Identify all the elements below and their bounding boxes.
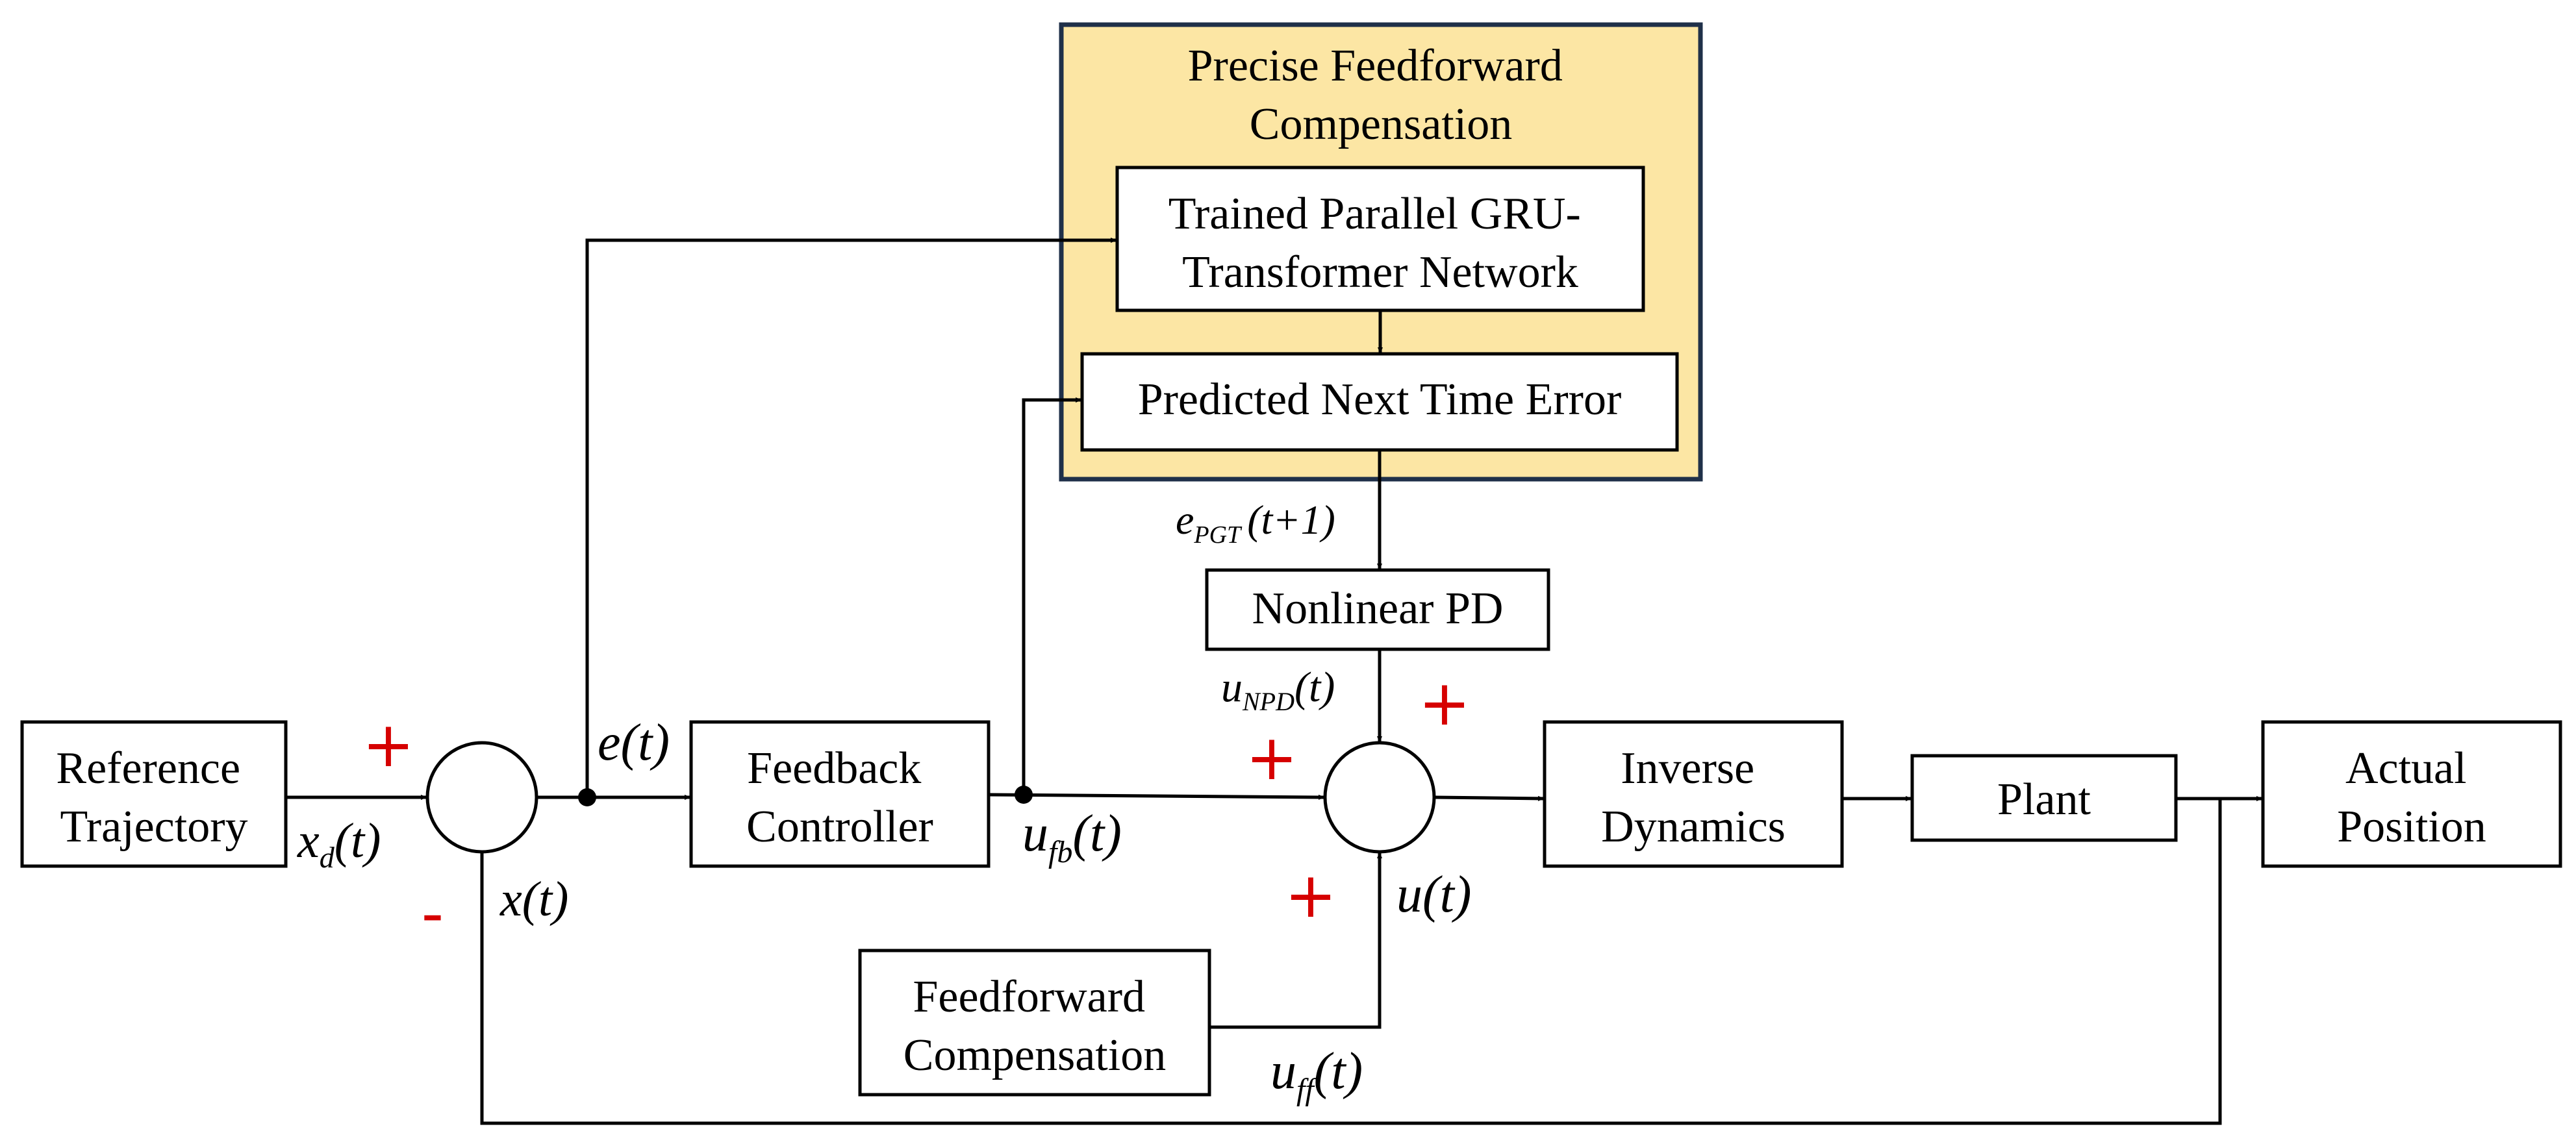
nonlinear-pd-label: Nonlinear PD bbox=[1252, 584, 1504, 634]
minus-sign-feedback: - bbox=[422, 877, 444, 950]
feedback-controller-block bbox=[689, 720, 991, 868]
actual-position-label: Actual Position bbox=[2337, 743, 2486, 852]
ufb-signal-label: ufb(t) bbox=[1022, 805, 1122, 869]
feedforward-compensation-label: Feedforward Compensation bbox=[903, 972, 1166, 1080]
unpd-signal-label: uNPD(t) bbox=[1221, 664, 1335, 716]
plus-sign-npd: + bbox=[1419, 667, 1471, 740]
epgt-signal-label: ePGT(t+1) bbox=[1176, 497, 1335, 549]
uff-signal-label: uff(t) bbox=[1270, 1043, 1363, 1107]
predicted-error-label: Predicted Next Time Error bbox=[1138, 375, 1622, 425]
feedforward-compensation-block bbox=[858, 949, 1211, 1097]
reference-trajectory-label: Reference Trajectory bbox=[56, 743, 251, 852]
inverse-dynamics-block bbox=[1543, 720, 1844, 868]
reference-trajectory-block bbox=[20, 720, 288, 868]
position-feedback-line bbox=[480, 799, 2222, 1125]
summing-junction-error bbox=[425, 741, 538, 854]
inverse-dynamics-label: Inverse Dynamics bbox=[1601, 743, 1786, 852]
gru-transformer-label: Trained Parallel GRU- Transformer Networ… bbox=[1168, 189, 1593, 297]
summing-junction-control bbox=[1323, 741, 1436, 854]
error-branch-dot bbox=[578, 788, 596, 806]
actual-position-block bbox=[2261, 720, 2562, 868]
ufb-to-predicted-arrow bbox=[1022, 397, 1082, 795]
sum-to-inverse-arrow bbox=[1433, 795, 1545, 801]
feedback-controller-label: Feedback Controller bbox=[746, 743, 933, 852]
xd-signal-label: xd(t) bbox=[297, 814, 381, 874]
plant-block bbox=[1910, 754, 2178, 842]
u-signal-label: u(t) bbox=[1396, 866, 1472, 923]
error-to-gru-arrow bbox=[585, 238, 1117, 797]
plus-sign-reference: + bbox=[362, 708, 414, 781]
x-signal-label: x(t) bbox=[499, 872, 568, 926]
precise-feedforward-title: Precise Feedforward Compensation bbox=[1188, 41, 1574, 149]
plus-sign-ufb: + bbox=[1246, 721, 1298, 794]
plant-label: Plant bbox=[1997, 775, 2091, 825]
plus-sign-feedforward: + bbox=[1285, 859, 1337, 932]
ufb-branch-dot bbox=[1015, 786, 1033, 804]
ufb-to-sum-arrow bbox=[988, 793, 1326, 800]
ff-to-sum-arrow bbox=[1209, 852, 1382, 1029]
nonlinear-pd-block bbox=[1205, 568, 1550, 651]
e-signal-label: e(t) bbox=[598, 714, 670, 771]
